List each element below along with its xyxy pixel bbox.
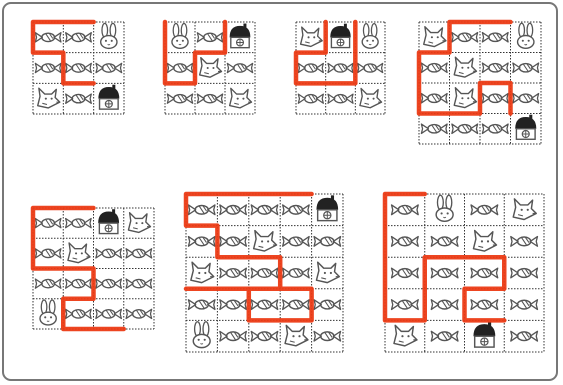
puzzle-1 [33, 22, 124, 114]
puzzle-5 [33, 208, 154, 329]
puzzle-6 [186, 194, 343, 352]
puzzle-4 [419, 22, 541, 144]
puzzle-7 [385, 194, 544, 352]
puzzle-3 [296, 22, 385, 114]
puzzle-2 [165, 22, 255, 114]
